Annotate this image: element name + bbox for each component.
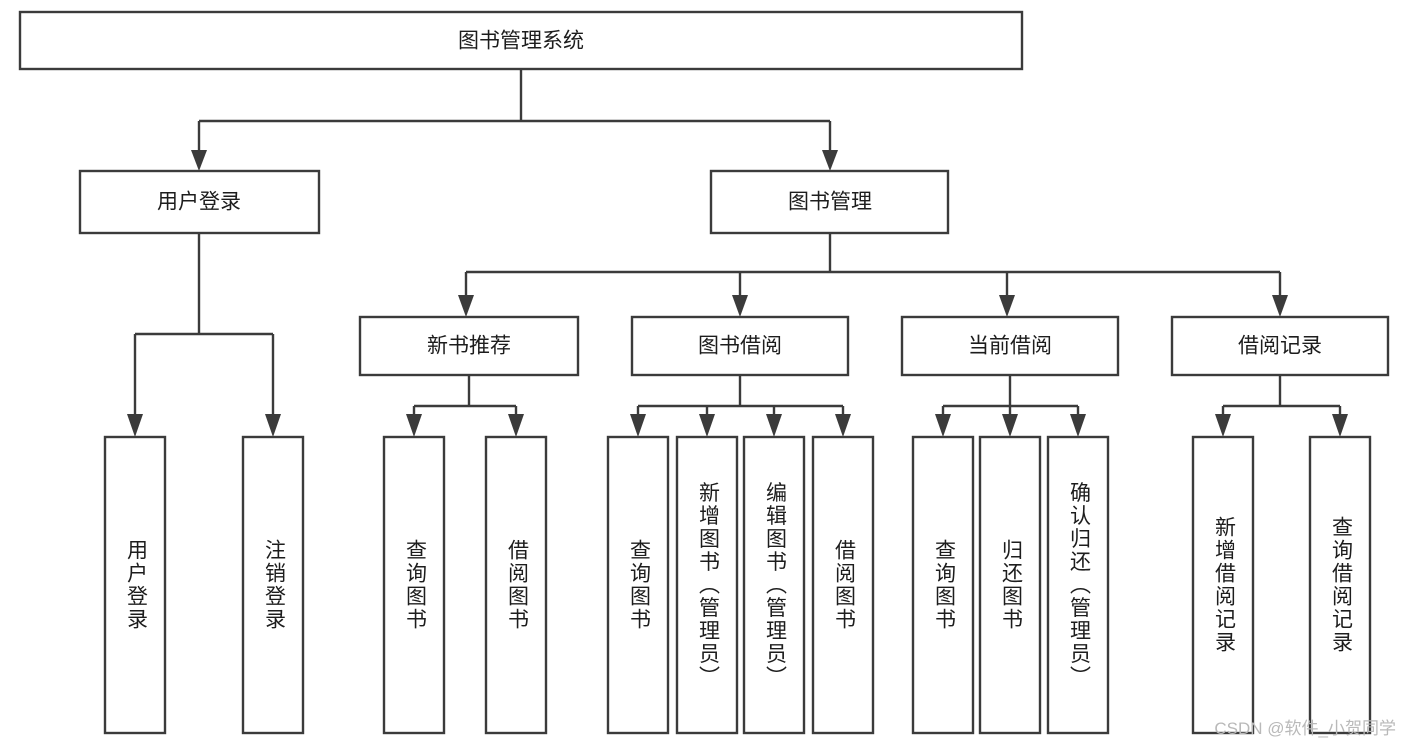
arrowhead-leaf12: [1215, 414, 1231, 437]
node-leaf5[interactable]: 查询图书: [606, 435, 670, 735]
node-leaf8-box[interactable]: [811, 435, 875, 735]
node-bookmgmt[interactable]: 图书管理: [709, 169, 950, 235]
node-leaf9[interactable]: 查询图书: [911, 435, 975, 735]
arrowhead-leaf10: [1002, 414, 1018, 437]
arrowhead-layer: [127, 150, 1348, 437]
node-leaf8[interactable]: 借阅图书: [811, 435, 875, 735]
node-leaf6-box[interactable]: [675, 435, 739, 735]
arrowhead-newbook: [458, 295, 474, 317]
node-leaf11-box[interactable]: [1046, 435, 1110, 735]
node-leaf13-box[interactable]: [1308, 435, 1372, 735]
node-leaf3-label: 查询图书: [403, 539, 427, 631]
node-leaf2-label: 注销登录: [262, 539, 286, 631]
node-leaf4-label: 借阅图书: [505, 539, 529, 631]
node-record-box[interactable]: [1170, 315, 1390, 377]
node-leaf1-box[interactable]: [103, 435, 167, 735]
arrowhead-leaf2: [265, 414, 281, 437]
arrowhead-record: [1272, 295, 1288, 317]
arrowhead-login: [191, 150, 207, 171]
node-current-box[interactable]: [900, 315, 1120, 377]
node-login-box[interactable]: [78, 169, 321, 235]
node-leaf4[interactable]: 借阅图书: [484, 435, 548, 735]
arrowhead-bookmgmt: [822, 150, 838, 171]
node-login-label: 用户登录: [157, 191, 241, 214]
node-leaf3[interactable]: 查询图书: [382, 435, 446, 735]
node-newbook-box[interactable]: [358, 315, 580, 377]
node-root-label: 图书管理系统: [458, 30, 584, 53]
node-leaf1[interactable]: 用户登录: [103, 435, 167, 735]
node-leaf7[interactable]: 编辑图书（管理员）: [742, 435, 806, 735]
node-leaf9-box[interactable]: [911, 435, 975, 735]
node-leaf13-label: 查询借阅记录: [1329, 516, 1353, 654]
node-leaf7-label: 编辑图书（管理员）: [763, 482, 787, 689]
node-leaf5-box[interactable]: [606, 435, 670, 735]
node-leaf10-label: 归还图书: [999, 539, 1023, 631]
arrowhead-current: [999, 295, 1015, 317]
arrowhead-leaf3: [406, 414, 422, 437]
arrowhead-leaf4: [508, 414, 524, 437]
node-leaf7-box[interactable]: [742, 435, 806, 735]
node-bookmgmt-box[interactable]: [709, 169, 950, 235]
node-borrow-label: 图书借阅: [698, 335, 782, 358]
node-record-label: 借阅记录: [1238, 335, 1322, 358]
arrowhead-leaf9: [935, 414, 951, 437]
node-login[interactable]: 用户登录: [78, 169, 321, 235]
node-leaf11-label: 确认归还（管理员）: [1067, 482, 1091, 689]
node-leaf13[interactable]: 查询借阅记录: [1308, 435, 1372, 735]
arrowhead-leaf7: [766, 414, 782, 437]
node-current[interactable]: 当前借阅: [900, 315, 1120, 377]
node-leaf3-box[interactable]: [382, 435, 446, 735]
arrowhead-leaf1: [127, 414, 143, 437]
node-leaf12-label: 新增借阅记录: [1212, 516, 1236, 654]
node-leaf8-label: 借阅图书: [832, 539, 856, 631]
arrowhead-borrow: [732, 295, 748, 317]
node-leaf10-box[interactable]: [978, 435, 1042, 735]
node-root-box[interactable]: [18, 10, 1024, 71]
node-borrow[interactable]: 图书借阅: [630, 315, 850, 377]
node-leaf12[interactable]: 新增借阅记录: [1191, 435, 1255, 735]
node-leaf2[interactable]: 注销登录: [241, 435, 305, 735]
arrowhead-leaf6: [699, 414, 715, 437]
node-leaf9-label: 查询图书: [932, 539, 956, 631]
node-leaf2-box[interactable]: [241, 435, 305, 735]
arrowhead-leaf8: [835, 414, 851, 437]
node-newbook[interactable]: 新书推荐: [358, 315, 580, 377]
node-borrow-box[interactable]: [630, 315, 850, 377]
arrowhead-leaf11: [1070, 414, 1086, 437]
arrowhead-leaf13: [1332, 414, 1348, 437]
node-leaf1-label: 用户登录: [124, 539, 148, 631]
node-newbook-label: 新书推荐: [427, 335, 511, 358]
arrowhead-leaf5: [630, 414, 646, 437]
node-leaf10[interactable]: 归还图书: [978, 435, 1042, 735]
node-leaf5-label: 查询图书: [627, 539, 651, 631]
watermark-label: CSDN @软件_小贺同学: [1214, 719, 1396, 738]
node-bookmgmt-label: 图书管理: [788, 191, 872, 214]
node-leaf6-label: 新增图书（管理员）: [696, 482, 720, 689]
node-current-label: 当前借阅: [968, 335, 1052, 358]
node-leaf4-box[interactable]: [484, 435, 548, 735]
node-leaf11[interactable]: 确认归还（管理员）: [1046, 435, 1110, 735]
node-leaf12-box[interactable]: [1191, 435, 1255, 735]
node-root[interactable]: 图书管理系统: [18, 10, 1024, 71]
node-record[interactable]: 借阅记录: [1170, 315, 1390, 377]
node-leaf6[interactable]: 新增图书（管理员）: [675, 435, 739, 735]
